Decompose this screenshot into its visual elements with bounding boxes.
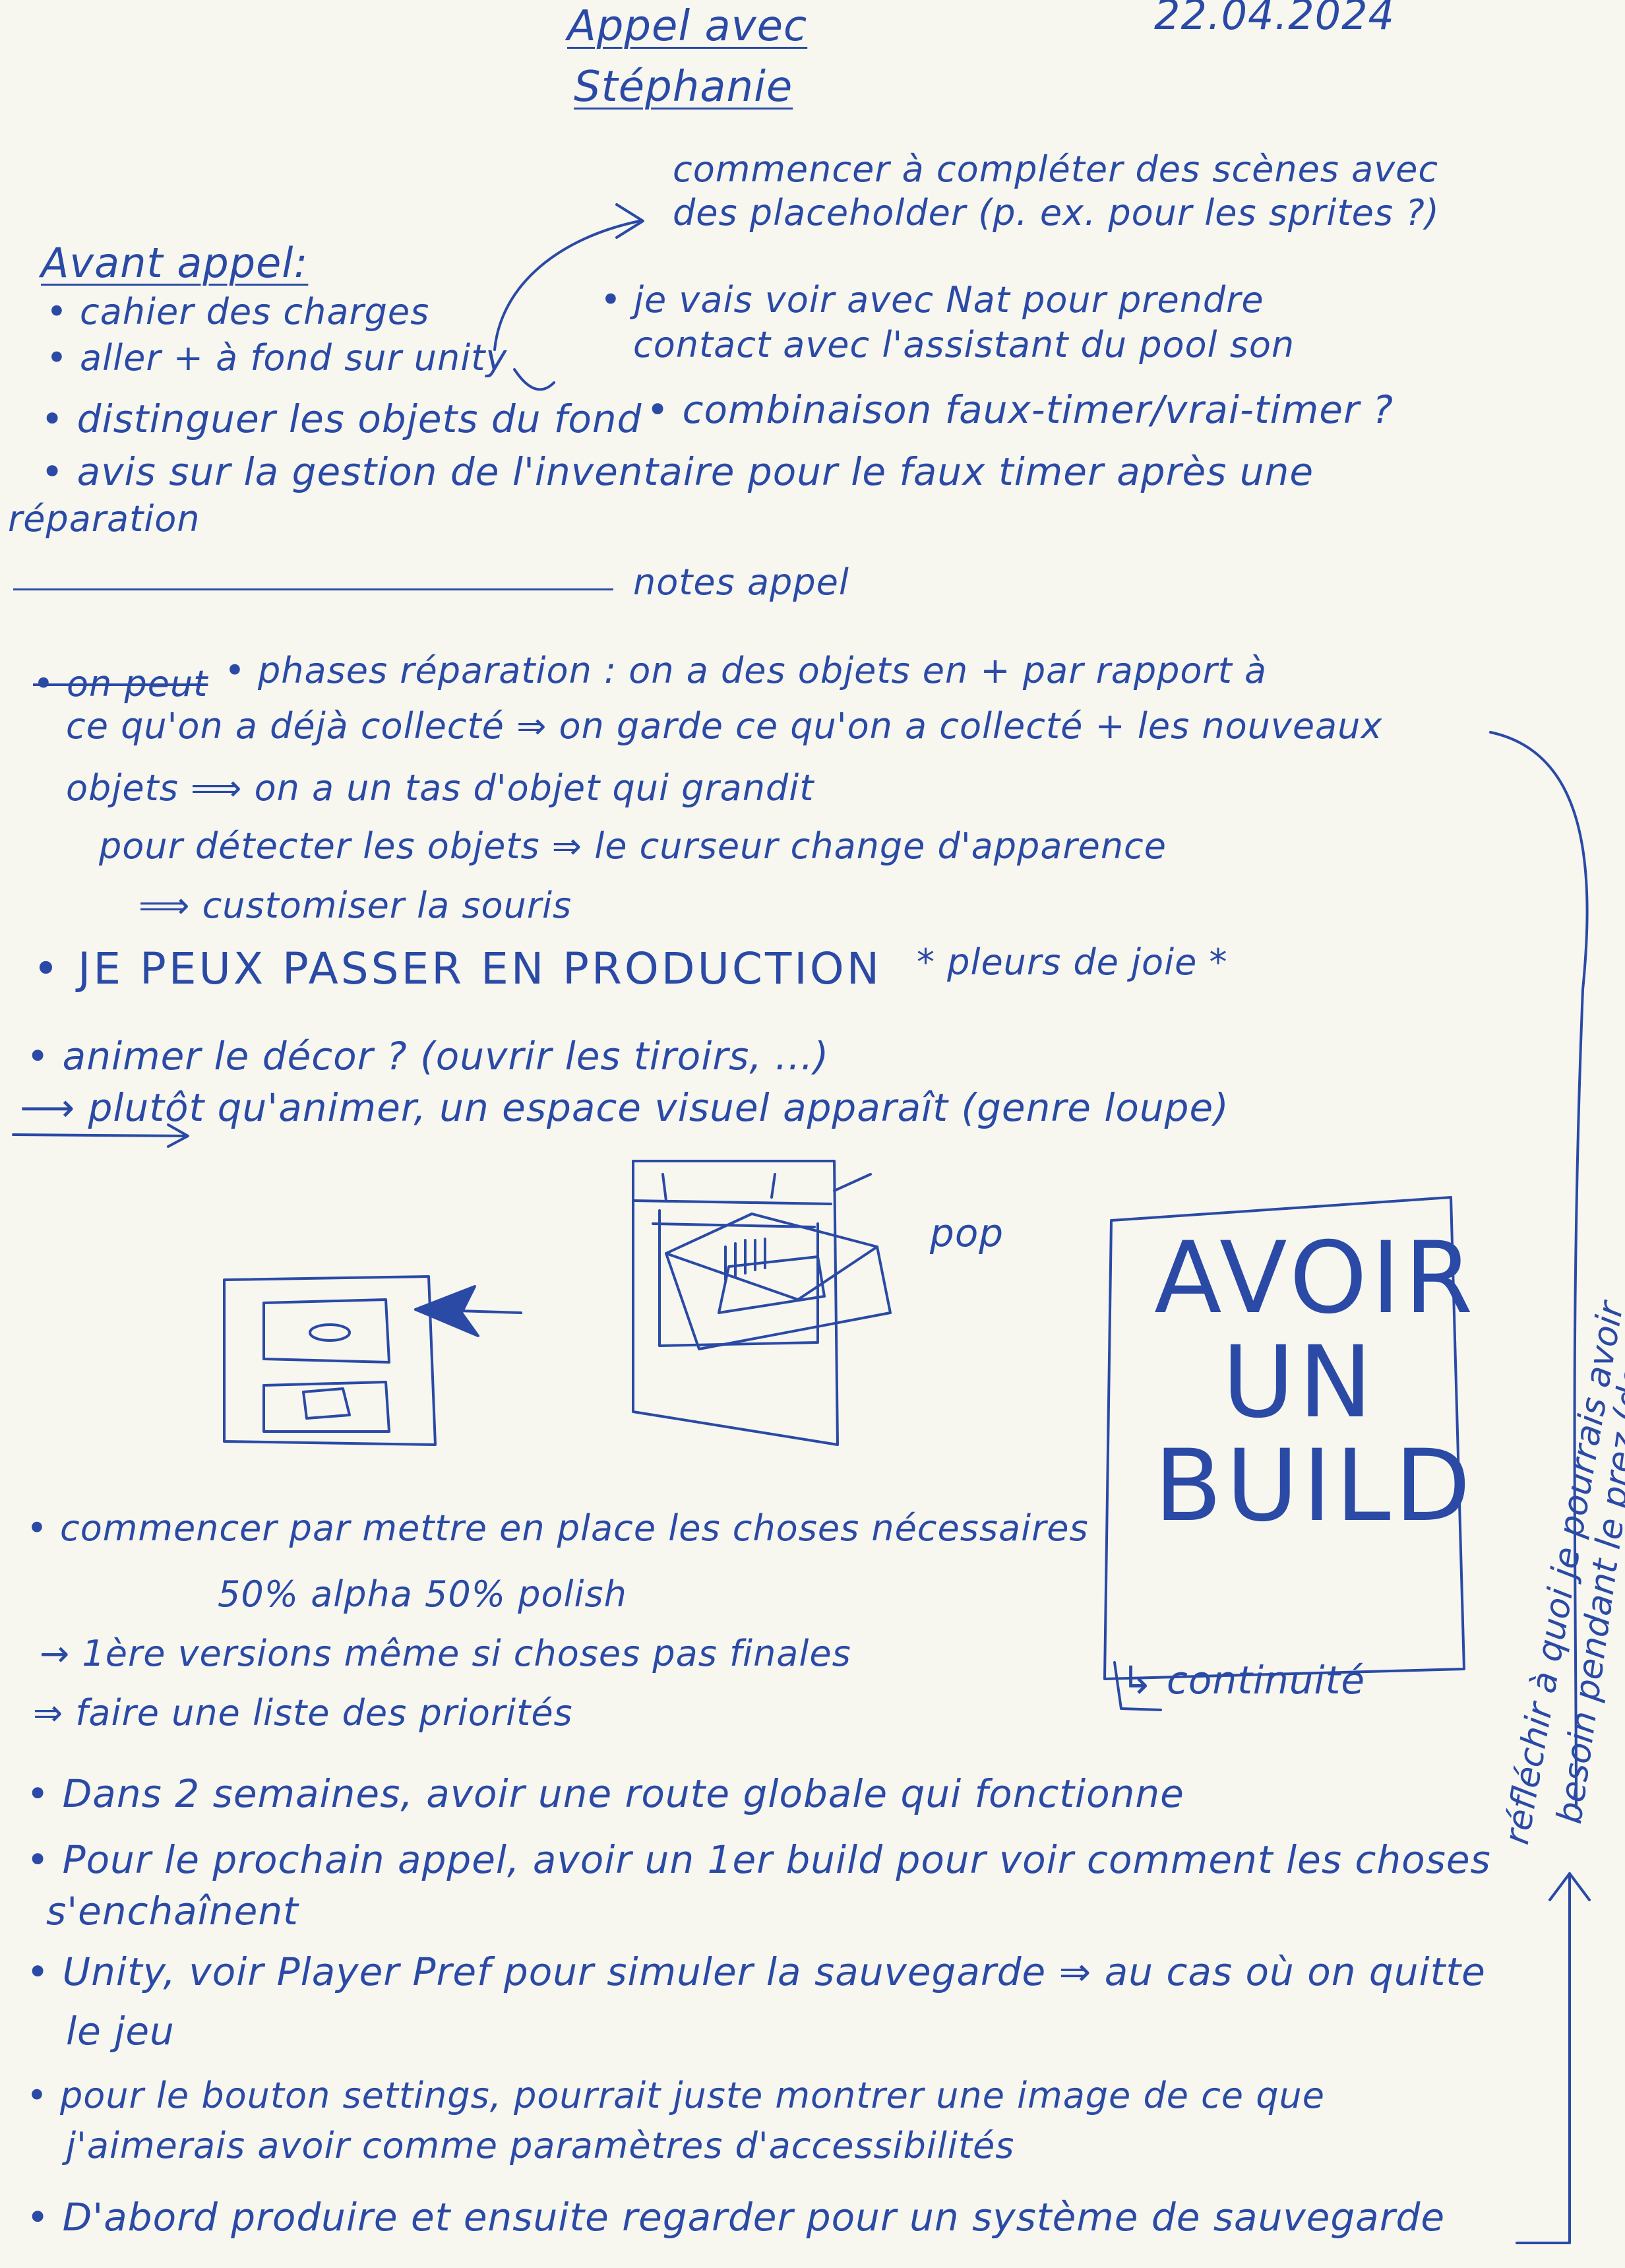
before-call-item: • distinguer les objets du fond [41, 396, 642, 441]
before-call-right-item: • je vais voir avec Nat pour prendre [600, 279, 1264, 321]
section-divider [13, 588, 613, 590]
bottom-line: s'enchaînent [46, 1889, 299, 1934]
bottom-line: ⇒ faire une liste des priorités [33, 1692, 573, 1734]
page-date: 22.04.2024 [1154, 0, 1395, 39]
continuity-label: ↳ continuité [1121, 1658, 1366, 1703]
bottom-line: 50% alpha 50% polish [218, 1573, 627, 1615]
note-line: objets ⟹ on a un tas d'objet qui grandit [66, 767, 814, 809]
bottom-line: j'aimerais avoir comme paramètres d'acce… [66, 2125, 1015, 2166]
build-word: BUILD [1154, 1429, 1475, 1544]
bottom-line: • pour le bouton settings, pourrait just… [26, 2075, 1325, 2116]
before-call-right-item: • combinaison faux-timer/vrai-timer ? [646, 387, 1394, 432]
crossed-out-text: • on peut [33, 663, 208, 705]
page-title-line2: Stéphanie [574, 63, 793, 111]
before-call-item: • avis sur la gestion de l'inventaire po… [41, 449, 1314, 494]
bottom-line: • Dans 2 semaines, avoir une route globa… [26, 1771, 1184, 1816]
bottom-line: le jeu [66, 2009, 175, 2054]
build-word: UN [1222, 1325, 1376, 1440]
arrow-note-line2: des placeholder (p. ex. pour les sprites… [673, 192, 1440, 234]
side-bracket [1489, 731, 1589, 1809]
drawer-sketch-center [632, 1160, 839, 1446]
bottom-line: • Unity, voir Player Pref pour simuler l… [26, 1949, 1486, 1994]
bottom-line: → 1ère versions même si choses pas final… [40, 1633, 851, 1674]
build-word: AVOIR [1154, 1221, 1477, 1336]
before-call-right-item: contact avec l'assistant du pool son [633, 324, 1295, 365]
note-line: ⟹ customiser la souris [138, 885, 572, 926]
pop-label: pop [930, 1211, 1004, 1255]
note-aside: * pleurs de joie * [917, 941, 1228, 983]
before-call-item: • aller + à fond sur unity [46, 337, 508, 379]
note-line: ce qu'on a déjà collecté ⇒ on garde ce q… [66, 705, 1383, 747]
build-box [1103, 1196, 1465, 1680]
divider-label: notes appel [633, 561, 849, 603]
build-box-text: AVOIR UN BUILD [1154, 1221, 1477, 1544]
before-call-item: • cahier des charges [46, 291, 430, 332]
note-line-caps: • JE PEUX PASSER EN PRODUCTION [33, 943, 882, 994]
note-line: pour détecter les objets ⇒ le curseur ch… [99, 825, 1167, 867]
note-line: ⟶ plutôt qu'animer, un espace visuel app… [20, 1085, 1229, 1130]
page-title-line1: Appel avec [567, 2, 808, 51]
arrow-note-line1: commencer à compléter des scènes avec [673, 148, 1439, 190]
drawer-sketch-left [223, 1275, 437, 1446]
before-call-heading: Avant appel: [41, 239, 309, 287]
bottom-line: • Pour le prochain appel, avoir un 1er b… [26, 1837, 1491, 1882]
note-line: • phases réparation : on a des objets en… [224, 650, 1268, 691]
bottom-line: • D'abord produire et ensuite regarder p… [26, 2195, 1446, 2240]
before-call-item: réparation [8, 498, 200, 540]
bottom-line: • commencer par mettre en place les chos… [26, 1507, 1089, 1549]
note-line: • animer le décor ? (ouvrir les tiroirs,… [26, 1034, 830, 1079]
